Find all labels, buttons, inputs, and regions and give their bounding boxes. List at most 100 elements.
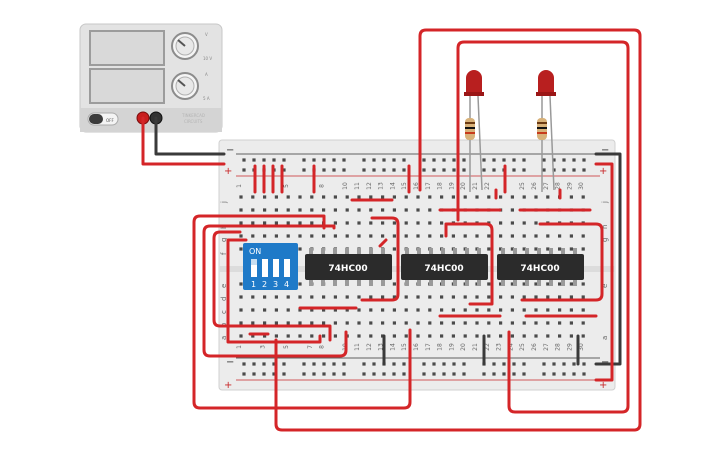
rail-hole[interactable] bbox=[262, 372, 266, 376]
wire-right-loop-1[interactable] bbox=[520, 222, 604, 302]
rail-hole[interactable] bbox=[512, 372, 516, 376]
breadboard-hole[interactable] bbox=[404, 334, 408, 338]
current-knob[interactable] bbox=[171, 72, 199, 100]
breadboard-hole[interactable] bbox=[475, 295, 479, 299]
breadboard-hole[interactable] bbox=[239, 247, 243, 251]
dip-switch-toggle-4[interactable] bbox=[284, 259, 290, 277]
rail-hole[interactable] bbox=[462, 158, 466, 162]
breadboard-hole[interactable] bbox=[510, 208, 514, 212]
breadboard-hole[interactable] bbox=[534, 282, 538, 286]
breadboard-hole[interactable] bbox=[392, 221, 396, 225]
rail-hole[interactable] bbox=[322, 158, 326, 162]
breadboard-hole[interactable] bbox=[333, 234, 337, 238]
breadboard-hole[interactable] bbox=[251, 308, 255, 312]
breadboard-hole[interactable] bbox=[392, 282, 396, 286]
breadboard-hole[interactable] bbox=[263, 321, 267, 325]
breadboard-hole[interactable] bbox=[581, 195, 585, 199]
breadboard-hole[interactable] bbox=[239, 221, 243, 225]
breadboard-hole[interactable] bbox=[310, 195, 314, 199]
breadboard-hole[interactable] bbox=[569, 195, 573, 199]
rail-hole[interactable] bbox=[402, 158, 406, 162]
breadboard-hole[interactable] bbox=[463, 234, 467, 238]
breadboard-hole[interactable] bbox=[274, 295, 278, 299]
rail-hole[interactable] bbox=[582, 362, 586, 366]
breadboard-hole[interactable] bbox=[392, 247, 396, 251]
rail-hole[interactable] bbox=[422, 168, 426, 172]
dip-switch-toggle-1[interactable] bbox=[251, 259, 257, 277]
breadboard-hole[interactable] bbox=[392, 295, 396, 299]
rail-hole[interactable] bbox=[552, 168, 556, 172]
breadboard-hole[interactable] bbox=[381, 308, 385, 312]
breadboard-hole[interactable] bbox=[404, 234, 408, 238]
breadboard-hole[interactable] bbox=[440, 234, 444, 238]
rail-hole[interactable] bbox=[482, 372, 486, 376]
rail-hole[interactable] bbox=[462, 372, 466, 376]
breadboard-hole[interactable] bbox=[416, 195, 420, 199]
rail-hole[interactable] bbox=[582, 372, 586, 376]
breadboard-hole[interactable] bbox=[534, 234, 538, 238]
breadboard-hole[interactable] bbox=[463, 308, 467, 312]
power-switch[interactable] bbox=[87, 112, 119, 126]
breadboard-hole[interactable] bbox=[416, 234, 420, 238]
breadboard-hole[interactable] bbox=[510, 295, 514, 299]
rail-hole[interactable] bbox=[432, 168, 436, 172]
breadboard-hole[interactable] bbox=[534, 295, 538, 299]
breadboard-hole[interactable] bbox=[416, 295, 420, 299]
rail-hole[interactable] bbox=[432, 158, 436, 162]
rail-hole[interactable] bbox=[332, 362, 336, 366]
breadboard-hole[interactable] bbox=[369, 234, 373, 238]
breadboard-hole[interactable] bbox=[475, 234, 479, 238]
breadboard-hole[interactable] bbox=[381, 195, 385, 199]
wire-ground-rail-link[interactable] bbox=[594, 152, 622, 366]
breadboard-hole[interactable] bbox=[558, 247, 562, 251]
breadboard-hole[interactable] bbox=[239, 334, 243, 338]
breadboard-hole[interactable] bbox=[463, 334, 467, 338]
breadboard-hole[interactable] bbox=[333, 208, 337, 212]
breadboard-hole[interactable] bbox=[546, 334, 550, 338]
breadboard-hole[interactable] bbox=[428, 321, 432, 325]
breadboard-hole[interactable] bbox=[569, 282, 573, 286]
breadboard-hole[interactable] bbox=[263, 334, 267, 338]
breadboard-hole[interactable] bbox=[487, 295, 491, 299]
breadboard-hole[interactable] bbox=[581, 308, 585, 312]
breadboard-hole[interactable] bbox=[310, 234, 314, 238]
rail-hole[interactable] bbox=[322, 168, 326, 172]
breadboard-hole[interactable] bbox=[581, 295, 585, 299]
rail-hole[interactable] bbox=[432, 372, 436, 376]
breadboard-hole[interactable] bbox=[381, 234, 385, 238]
rail-hole[interactable] bbox=[542, 158, 546, 162]
breadboard-hole[interactable] bbox=[522, 247, 526, 251]
breadboard-hole[interactable] bbox=[569, 308, 573, 312]
breadboard-hole[interactable] bbox=[487, 334, 491, 338]
breadboard-hole[interactable] bbox=[239, 295, 243, 299]
breadboard-hole[interactable] bbox=[392, 208, 396, 212]
resistor-2[interactable] bbox=[537, 108, 547, 192]
breadboard-hole[interactable] bbox=[440, 195, 444, 199]
breadboard-hole[interactable] bbox=[569, 234, 573, 238]
breadboard-hole[interactable] bbox=[546, 234, 550, 238]
rail-hole[interactable] bbox=[322, 372, 326, 376]
jumper-h-4[interactable] bbox=[378, 238, 388, 248]
rail-hole[interactable] bbox=[522, 168, 526, 172]
breadboard-hole[interactable] bbox=[451, 195, 455, 199]
breadboard-hole[interactable] bbox=[510, 334, 514, 338]
rail-hole[interactable] bbox=[512, 362, 516, 366]
rail-hole[interactable] bbox=[282, 372, 286, 376]
breadboard-hole[interactable] bbox=[558, 308, 562, 312]
breadboard-hole[interactable] bbox=[345, 295, 349, 299]
breadboard-hole[interactable] bbox=[369, 308, 373, 312]
rail-hole[interactable] bbox=[332, 372, 336, 376]
rail-hole[interactable] bbox=[402, 168, 406, 172]
breadboard-hole[interactable] bbox=[381, 221, 385, 225]
rail-hole[interactable] bbox=[562, 168, 566, 172]
breadboard-hole[interactable] bbox=[440, 308, 444, 312]
breadboard-hole[interactable] bbox=[487, 195, 491, 199]
breadboard-hole[interactable] bbox=[499, 308, 503, 312]
breadboard-hole[interactable] bbox=[286, 208, 290, 212]
breadboard-hole[interactable] bbox=[274, 221, 278, 225]
rail-hole[interactable] bbox=[492, 372, 496, 376]
breadboard-hole[interactable] bbox=[416, 208, 420, 212]
rail-hole[interactable] bbox=[272, 372, 276, 376]
rail-hole[interactable] bbox=[572, 158, 576, 162]
rail-hole[interactable] bbox=[452, 158, 456, 162]
